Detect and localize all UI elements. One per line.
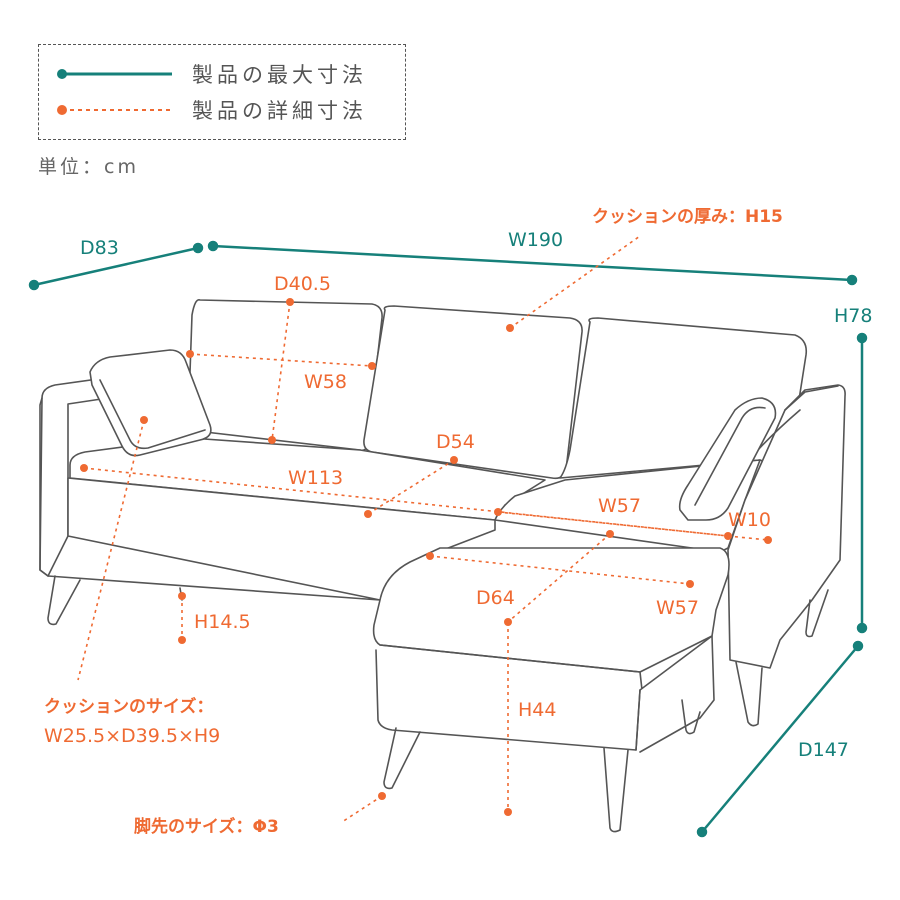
legend: 製品の最大寸法 製品の詳細寸法 bbox=[57, 63, 367, 123]
d54-line bbox=[367, 459, 455, 515]
h78-dot-start bbox=[856, 332, 868, 344]
d64-line bbox=[507, 533, 611, 623]
legend-detail-label: 製品の詳細寸法 bbox=[192, 99, 367, 123]
label-d147: D147 bbox=[798, 739, 849, 761]
detail-lines bbox=[77, 235, 769, 823]
label-w57-top: W57 bbox=[598, 495, 641, 517]
label-w10: W10 bbox=[728, 509, 771, 531]
label-h14_5: H14.5 bbox=[194, 611, 251, 633]
d83-dot-end bbox=[192, 242, 204, 254]
w190-dot-start bbox=[207, 240, 219, 252]
label-w57-bottom: W57 bbox=[656, 597, 699, 619]
label-cushion-size-line2: W25.5×D39.5×H9 bbox=[44, 725, 220, 747]
h78-dot-end bbox=[856, 622, 868, 634]
label-d64: D64 bbox=[476, 587, 515, 609]
d147-dot-start bbox=[852, 640, 864, 652]
label-cushion-thickness: クッションの厚み：H15 bbox=[592, 207, 783, 227]
label-d40_5: D40.5 bbox=[274, 273, 331, 295]
w113-line bbox=[83, 467, 729, 537]
cushion-thickness-leader bbox=[509, 235, 641, 329]
unit-label: 単位：cm bbox=[38, 156, 139, 178]
label-d83: D83 bbox=[80, 237, 119, 259]
w58-line bbox=[189, 353, 373, 367]
label-leg-size: 脚先のサイズ：Φ3 bbox=[134, 816, 279, 837]
max-dimension-lines bbox=[28, 240, 868, 838]
label-h44: H44 bbox=[518, 699, 556, 721]
label-cushion-size-line1: クッションのサイズ： bbox=[44, 696, 214, 717]
label-d54: D54 bbox=[436, 431, 475, 453]
w190-dot-end bbox=[846, 274, 858, 286]
legend-box bbox=[38, 44, 406, 140]
label-w113: W113 bbox=[288, 467, 343, 489]
label-w58: W58 bbox=[304, 371, 347, 393]
w57-bottom-line bbox=[429, 555, 691, 585]
d83-line bbox=[33, 246, 199, 287]
cushion-size-leader bbox=[77, 419, 145, 681]
d147-dot-end bbox=[696, 826, 708, 838]
legend-max-label: 製品の最大寸法 bbox=[192, 63, 367, 87]
w190-line bbox=[212, 244, 853, 282]
label-h78: H78 bbox=[834, 305, 872, 327]
d40_5-line bbox=[271, 301, 291, 441]
leg-size-leader bbox=[341, 795, 383, 823]
d147-line bbox=[701, 645, 859, 833]
detail-dots bbox=[80, 298, 772, 816]
sofa-outline bbox=[39, 299, 846, 833]
label-w190: W190 bbox=[508, 229, 563, 251]
d83-dot-start bbox=[28, 279, 40, 291]
